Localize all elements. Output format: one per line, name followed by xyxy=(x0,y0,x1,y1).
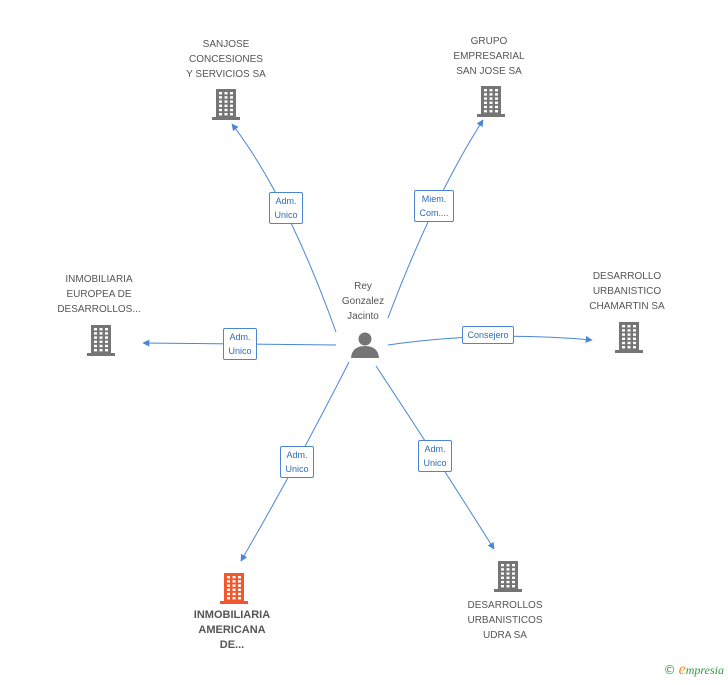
company-label-grupo-line: SAN JOSE SA xyxy=(456,66,522,77)
company-label-udra: DESARROLLOS URBANISTICOS UDRA SA xyxy=(450,598,560,643)
building-icon-europea[interactable] xyxy=(87,325,115,356)
company-label-sanjose: SANJOSE CONCESIONES Y SERVICIOS SA xyxy=(171,37,281,82)
company-label-europea-line: EUROPEA DE xyxy=(66,289,132,300)
company-label-grupo-line: EMPRESARIAL xyxy=(453,51,525,62)
building-icon-chamartin[interactable] xyxy=(615,322,643,353)
company-label-chamartin-line: CHAMARTIN SA xyxy=(589,301,665,312)
edge-label-line: Unico xyxy=(228,346,252,356)
company-label-europea-line: INMOBILIARIA xyxy=(65,274,133,285)
edge-label-europea[interactable]: Adm. Unico xyxy=(223,328,257,360)
building-icon-grupo[interactable] xyxy=(477,86,505,117)
brand-initial: e xyxy=(678,661,686,678)
building-icon-udra[interactable] xyxy=(494,561,522,592)
company-label-sanjose-line: SANJOSE xyxy=(202,39,250,50)
edge-label-line: Adm. xyxy=(275,196,297,206)
company-label-europea: INMOBILIARIA EUROPEA DE DESARROLLOS... xyxy=(44,272,154,317)
edge-label-udra[interactable]: Adm. Unico xyxy=(418,440,452,472)
company-label-americana: INMOBILIARIA AMERICANA DE... xyxy=(177,608,287,653)
company-label-sanjose-line: Y SERVICIOS SA xyxy=(186,69,266,80)
edge-label-grupo[interactable]: Miem. Com.... xyxy=(414,190,454,222)
company-label-americana-line: INMOBILIARIA xyxy=(193,609,271,621)
company-label-americana-line: DE... xyxy=(219,639,245,651)
company-label-udra-line: UDRA SA xyxy=(483,630,527,641)
building-icon-americana[interactable] xyxy=(220,573,248,604)
edge-sanjose xyxy=(231,123,337,333)
edge-label-line: Unico xyxy=(423,458,447,468)
edge-label-line: Unico xyxy=(274,210,298,220)
company-label-americana-line: AMERICANA xyxy=(198,624,266,636)
company-label-grupo: GRUPO EMPRESARIAL SAN JOSE SA xyxy=(439,34,539,79)
person-label-line: Jacinto xyxy=(347,311,379,322)
edge-label-line: Adm. xyxy=(424,444,446,454)
person-label-line: Gonzalez xyxy=(341,296,385,307)
company-label-chamartin: DESARROLLO URBANISTICO CHAMARTIN SA xyxy=(577,269,677,314)
edge-label-americana[interactable]: Adm. Unico xyxy=(280,446,314,478)
building-icon-sanjose[interactable] xyxy=(212,89,240,120)
company-label-chamartin-line: URBANISTICO xyxy=(592,286,662,297)
empresia-brand[interactable]: © empresia xyxy=(664,661,724,679)
copyright-symbol: © xyxy=(663,663,676,677)
company-label-udra-line: URBANISTICOS xyxy=(467,615,543,626)
edge-label-line: Unico xyxy=(285,464,309,474)
edge-label-sanjose[interactable]: Adm. Unico xyxy=(269,192,303,224)
company-label-europea-line: DESARROLLOS... xyxy=(57,304,141,315)
edge-label-line: Adm. xyxy=(229,332,251,342)
company-label-sanjose-line: CONCESIONES xyxy=(189,54,263,65)
edge-label-line: Adm. xyxy=(286,450,308,460)
person-label-line: Rey xyxy=(354,281,372,292)
person-icon[interactable] xyxy=(351,332,379,359)
edge-label-line: Miem. xyxy=(421,194,447,204)
edge-label-chamartin[interactable]: Consejero xyxy=(462,326,514,344)
company-label-chamartin-line: DESARROLLO xyxy=(592,271,662,282)
edge-label-line: Consejero xyxy=(467,330,509,340)
company-label-grupo-line: GRUPO xyxy=(470,36,508,47)
company-label-udra-line: DESARROLLOS xyxy=(467,600,543,611)
brand-name: mpresia xyxy=(685,663,724,677)
edge-label-line: Com.... xyxy=(419,208,449,218)
